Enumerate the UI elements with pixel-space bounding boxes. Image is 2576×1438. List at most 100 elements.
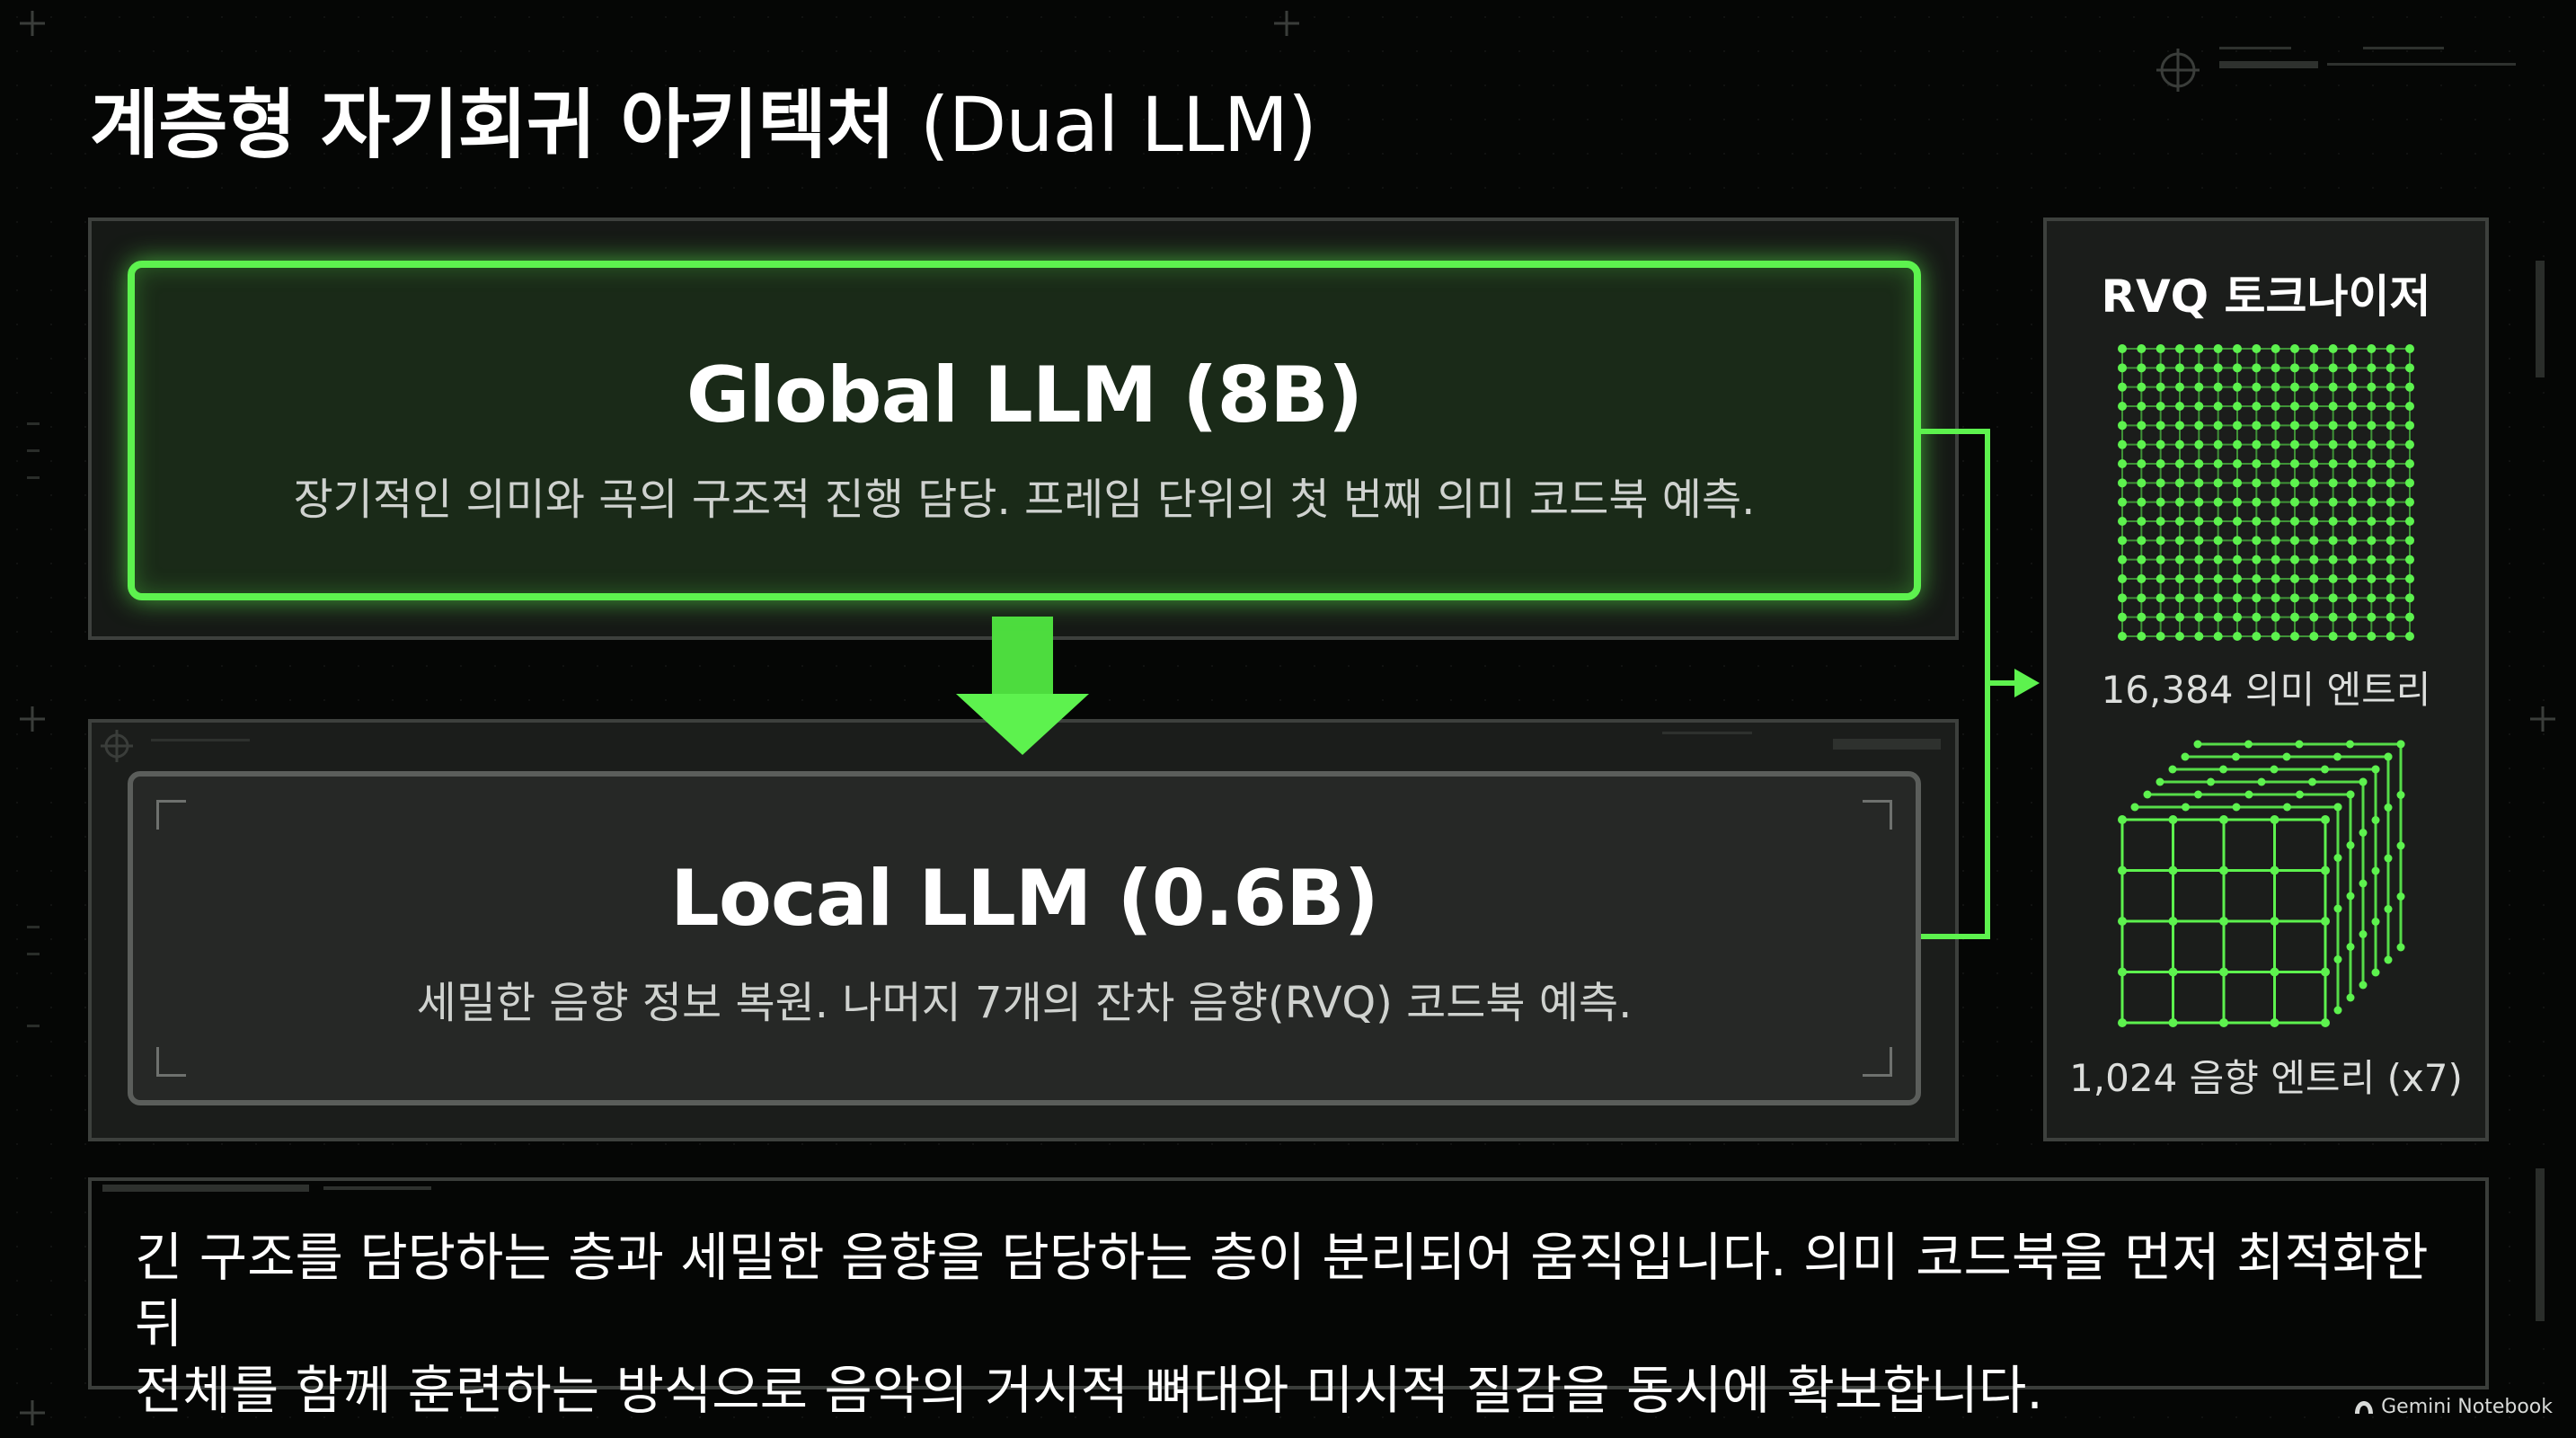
grid-node xyxy=(2194,344,2204,353)
grid-node xyxy=(2156,517,2165,526)
grid-node xyxy=(2213,632,2223,641)
grid-node xyxy=(2328,363,2338,373)
grid-node xyxy=(2309,574,2319,583)
grid-node xyxy=(2137,555,2147,564)
grid-node xyxy=(2309,593,2319,603)
grid-node xyxy=(2271,497,2280,507)
grid-node xyxy=(2156,777,2164,786)
grid-node xyxy=(2359,981,2368,990)
grid-node xyxy=(2367,421,2377,431)
grid-node xyxy=(2213,478,2223,488)
grid-node xyxy=(2118,593,2127,603)
grid-node xyxy=(2309,478,2319,488)
grid-node xyxy=(2118,517,2127,526)
grid-node xyxy=(2333,752,2341,761)
grid-node xyxy=(2328,344,2338,353)
grid-node xyxy=(2367,363,2377,373)
down-arrow-icon xyxy=(956,617,1089,755)
grid-node xyxy=(2219,917,2228,926)
grid-node xyxy=(2181,752,2190,761)
grid-node xyxy=(2405,421,2414,431)
grid-node xyxy=(2270,815,2279,824)
grid-node xyxy=(2232,803,2241,812)
acoustic-layer xyxy=(2168,765,2380,977)
grid-node xyxy=(2219,815,2228,824)
grid-node xyxy=(2270,1018,2279,1027)
grid-node xyxy=(2118,865,2127,875)
acoustic-layer xyxy=(2193,740,2405,952)
grid-node xyxy=(2405,536,2414,546)
grid-node xyxy=(2213,517,2223,526)
grid-node xyxy=(2295,740,2304,749)
grid-node xyxy=(2367,536,2377,546)
grid-node xyxy=(2213,574,2223,583)
grid-node xyxy=(2130,803,2139,812)
grid-node xyxy=(2175,517,2184,526)
rvq-title: RVQ 토크나이저 xyxy=(2101,271,2431,323)
grid-node xyxy=(2219,765,2227,774)
grid-node xyxy=(2233,612,2242,622)
grid-node xyxy=(2367,555,2377,564)
brand-watermark: Gemini Notebook xyxy=(2354,1396,2553,1418)
grid-node xyxy=(2118,632,2127,641)
grid-node xyxy=(2175,593,2184,603)
grid-node xyxy=(2271,593,2280,603)
grid-node xyxy=(2367,517,2377,526)
grid-node xyxy=(2328,574,2338,583)
grid-node xyxy=(2309,517,2319,526)
grid-node xyxy=(2282,752,2291,761)
grid-node xyxy=(2137,363,2147,373)
grid-node xyxy=(2328,459,2338,468)
grid-node xyxy=(2156,421,2165,431)
grid-node xyxy=(2175,459,2184,468)
grid-node xyxy=(2232,752,2240,761)
grid-node xyxy=(2386,478,2395,488)
grid-node xyxy=(2384,854,2393,863)
grid-node xyxy=(2348,439,2357,449)
grid-node xyxy=(2175,574,2184,583)
grid-node xyxy=(2348,382,2357,392)
grid-node xyxy=(2233,574,2242,583)
grid-node xyxy=(2386,497,2395,507)
grid-node xyxy=(2328,421,2338,431)
grid-node xyxy=(2386,632,2395,641)
grid-node xyxy=(2175,632,2184,641)
grid-node xyxy=(2182,803,2190,812)
grid-node xyxy=(2118,478,2127,488)
grid-node xyxy=(2396,841,2405,850)
grid-node xyxy=(2283,803,2291,812)
grid-node xyxy=(2252,344,2262,353)
grid-node xyxy=(2118,402,2127,411)
grid-node xyxy=(2233,517,2242,526)
grid-node xyxy=(2333,803,2342,812)
grid-node xyxy=(2405,382,2414,392)
summary-line-1: 긴 구조를 담당하는 층과 세밀한 음향을 담당하는 층이 분리되어 움직입니다… xyxy=(135,1227,2429,1354)
grid-node xyxy=(2213,536,2223,546)
grid-node xyxy=(2384,803,2393,812)
grid-node xyxy=(2271,536,2280,546)
grid-node xyxy=(2290,632,2299,641)
grid-node xyxy=(2270,917,2279,926)
grid-node xyxy=(2175,421,2184,431)
grid-node xyxy=(2290,497,2299,507)
grid-node xyxy=(2396,740,2405,749)
hud-cross-icon xyxy=(20,1400,45,1425)
global-llm-description: 장기적인 의미와 곡의 구조적 진행 담당. 프레임 단위의 첫 번째 의미 코… xyxy=(293,475,1756,525)
grid-node xyxy=(2328,593,2338,603)
grid-node xyxy=(2175,363,2184,373)
grid-node xyxy=(2328,497,2338,507)
grid-node xyxy=(2219,1018,2228,1027)
grid-node xyxy=(2219,967,2228,977)
grid-node xyxy=(2213,344,2223,353)
grid-node xyxy=(2386,344,2395,353)
grid-node xyxy=(2194,612,2204,622)
grid-node xyxy=(2156,478,2165,488)
grid-node xyxy=(2233,421,2242,431)
grid-node xyxy=(2252,478,2262,488)
grid-node xyxy=(2175,402,2184,411)
acoustic-codebook-grid xyxy=(2118,740,2405,1027)
grid-node xyxy=(2194,402,2204,411)
grid-node xyxy=(2328,402,2338,411)
acoustic-layer xyxy=(2143,790,2355,1002)
grid-node xyxy=(2386,382,2395,392)
